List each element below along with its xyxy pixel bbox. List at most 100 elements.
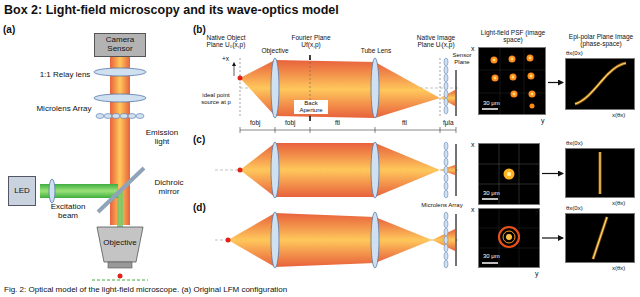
psf-images-part bbox=[482, 198, 498, 200]
microscope-schematic-part bbox=[108, 262, 132, 268]
optical-path-d-part bbox=[375, 217, 432, 263]
optical-path-b-part-part bbox=[275, 127, 276, 133]
psf-images-part-part bbox=[492, 75, 499, 82]
psf-images-part bbox=[499, 227, 519, 247]
psf-images-part-part bbox=[478, 184, 540, 185]
panel-label: 30 μm bbox=[483, 253, 513, 260]
panel-letter: (d) bbox=[193, 202, 206, 214]
microscope-schematic-part-part bbox=[112, 114, 120, 119]
optical-path-b-part-part bbox=[456, 127, 457, 133]
optical-path-c-part-part bbox=[444, 190, 448, 198]
optical-path-d bbox=[215, 212, 458, 268]
microscope-schematic bbox=[40, 55, 148, 280]
optical-path-b-part bbox=[444, 58, 448, 114]
microscope-schematic-part bbox=[96, 114, 144, 119]
optical-path-b-part-part bbox=[444, 106, 448, 114]
optical-path-d-part-part bbox=[444, 252, 448, 260]
psf-images-part-part bbox=[478, 70, 546, 71]
optical-path-b-part-part bbox=[375, 127, 376, 133]
epi-images bbox=[565, 58, 635, 263]
panel-label: 30 μm bbox=[483, 100, 513, 107]
psf-images-part-part bbox=[510, 74, 517, 81]
microscope-schematic-part bbox=[49, 179, 55, 203]
microscope-schematic-part-part bbox=[128, 114, 136, 119]
panel-label: x bbox=[471, 141, 475, 149]
psf-panel: 30 μmxy bbox=[478, 143, 540, 205]
epi-images-part bbox=[565, 213, 635, 263]
optical-path-b-part bbox=[240, 60, 275, 116]
microscope-schematic-part bbox=[94, 94, 146, 102]
optical-path-b-part bbox=[440, 58, 441, 118]
flow-arrow bbox=[542, 237, 563, 238]
flow-arrow bbox=[548, 82, 563, 83]
panel-label: x(θx) bbox=[612, 200, 625, 207]
part-label: fobj bbox=[285, 119, 295, 126]
psf-panel: Light-field PSF (image space)30 μmxy bbox=[478, 47, 546, 115]
optical-path-b-part bbox=[271, 58, 279, 118]
panel-heading: Light-field PSF (image space) bbox=[475, 29, 551, 44]
microscope-schematic-part bbox=[118, 274, 123, 279]
optical-path-d-part-part bbox=[444, 260, 448, 268]
epi-images-part bbox=[593, 217, 607, 259]
optical-path-b-part-part bbox=[444, 82, 448, 90]
optical-path-c-part-part bbox=[444, 166, 448, 174]
psf-images-part-part bbox=[494, 77, 497, 80]
optical-path-d-part-part bbox=[444, 228, 448, 236]
psf-images-part-part bbox=[478, 164, 540, 165]
optical-path-d-part bbox=[432, 229, 455, 251]
psf-images-part-part bbox=[493, 59, 496, 62]
part-label: Back Aperture bbox=[294, 100, 328, 114]
optical-path-b-part-part bbox=[444, 66, 448, 74]
optical-path-b-part bbox=[238, 76, 243, 81]
psf-images-part-part bbox=[529, 57, 532, 60]
psf-images-part-part bbox=[530, 75, 533, 78]
epi-images-part bbox=[593, 217, 607, 259]
panel-label: y bbox=[541, 117, 545, 125]
psf-images-part-part bbox=[531, 93, 534, 96]
epi-panel: θx(0x)x(θx) bbox=[565, 148, 635, 198]
psf-panel: 30 μmxy bbox=[478, 208, 540, 268]
optical-path-c-part-part bbox=[444, 158, 448, 166]
part-label: ftl bbox=[335, 119, 340, 126]
psf-images-part bbox=[503, 231, 515, 243]
psf-images-part-part bbox=[529, 91, 536, 98]
part-label: Objective bbox=[260, 47, 290, 54]
psf-images bbox=[478, 47, 546, 268]
psf-images-part-part bbox=[509, 56, 516, 63]
optical-path-d-part-part bbox=[444, 220, 448, 228]
optical-path-c-part-part bbox=[444, 174, 448, 182]
panel-label: 30 μm bbox=[483, 190, 513, 197]
microscope-schematic-part bbox=[94, 68, 146, 76]
optical-path-b-part bbox=[440, 90, 455, 106]
psf-images-part bbox=[478, 47, 546, 115]
figure-title: Box 2: Light-field microscopy and its wa… bbox=[4, 3, 339, 17]
flow-arrow bbox=[542, 173, 563, 174]
part-label: fμla bbox=[443, 119, 454, 126]
panel-label: y bbox=[535, 270, 539, 278]
optical-path-c-part bbox=[444, 142, 448, 198]
psf-images-part-part bbox=[513, 93, 516, 96]
psf-images-part bbox=[507, 172, 511, 176]
optical-path-c-part-part bbox=[444, 142, 448, 150]
epi-images-part bbox=[565, 148, 635, 198]
microscope-schematic-part-part bbox=[96, 114, 104, 119]
optical-path-d-part-part bbox=[444, 236, 448, 244]
panel-label: x(θx) bbox=[612, 265, 625, 272]
epi-panel: Epi-polar Plane Image (phase-space)θx(0x… bbox=[565, 58, 635, 110]
psf-images-part bbox=[478, 208, 540, 268]
optical-path-b-part bbox=[309, 55, 311, 60]
psf-images-part-part bbox=[528, 73, 535, 80]
epi-images-part bbox=[575, 63, 626, 104]
epi-images-part bbox=[575, 63, 626, 104]
optical-path-c-part bbox=[240, 143, 275, 197]
microscope-schematic-part-part bbox=[120, 114, 128, 119]
optical-path-b-part bbox=[455, 70, 457, 116]
optical-path-b-part-part bbox=[444, 58, 448, 66]
microscope-schematic-part bbox=[92, 279, 148, 280]
optical-path-b-part-part bbox=[310, 127, 311, 133]
optical-path-c-part-part bbox=[444, 150, 448, 158]
part-label: fobj bbox=[250, 119, 260, 126]
optical-path-d-part-part bbox=[444, 244, 448, 252]
psf-images-part-part bbox=[519, 143, 520, 205]
